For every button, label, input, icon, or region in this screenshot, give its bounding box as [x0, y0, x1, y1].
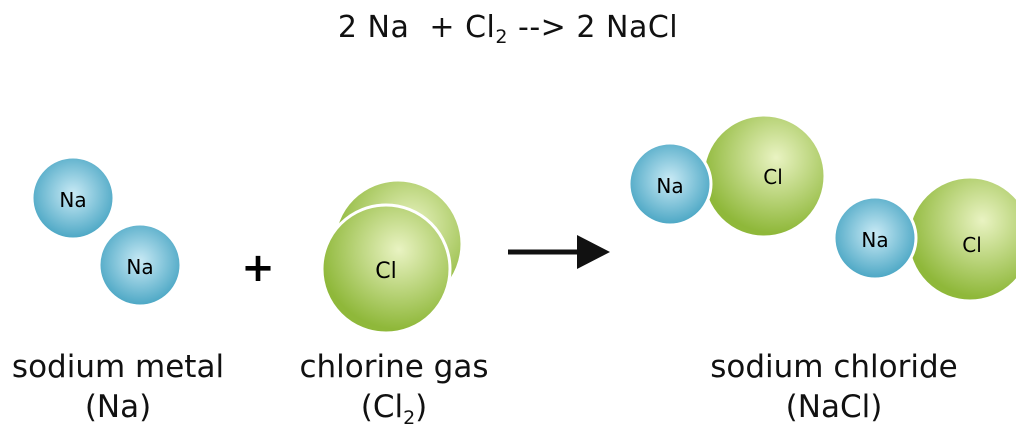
- chlorine-molecule: Cl: [320, 178, 464, 335]
- label-sodium-chloride: sodium chloride (NaCl): [694, 347, 974, 427]
- label-chlorine-gas: chlorine gas (Cl2): [276, 347, 512, 429]
- sodium-atom: [832, 195, 918, 281]
- atom-label: Na: [59, 188, 86, 212]
- atom-label: Na: [861, 228, 888, 252]
- reaction-arrow: [508, 235, 610, 269]
- chlorine-atom-front: [320, 203, 452, 335]
- formula-text: ): [415, 389, 428, 425]
- equation-reactant-chlorine: + Cl: [429, 10, 496, 45]
- label-formula: (Na): [84, 389, 152, 425]
- label-formula: (NaCl): [785, 389, 883, 425]
- formula-text: (Cl: [360, 389, 404, 425]
- atom-label: Cl: [962, 233, 982, 257]
- sodium-atom: [627, 141, 713, 227]
- label-name: sodium metal: [11, 349, 225, 385]
- atom-label: Cl: [375, 259, 396, 284]
- equation-arrow: -->: [518, 10, 567, 45]
- atom-label: Na: [126, 255, 153, 279]
- sodium-atom-1: Na: [30, 155, 116, 241]
- nacl-pair-1: Na Cl: [627, 113, 827, 239]
- sodium-atom-2: Na: [97, 222, 183, 308]
- equation-reactant-sodium: 2 Na: [337, 10, 410, 45]
- equation-product: 2 NaCl: [576, 10, 679, 45]
- nacl-pair-2: Na Cl: [832, 175, 1016, 303]
- label-name: sodium chloride: [710, 349, 958, 385]
- equation-subscript: 2: [495, 26, 508, 48]
- plus-operator: +: [241, 245, 275, 291]
- label-sodium-metal: sodium metal (Na): [0, 347, 236, 427]
- atom-label: Na: [656, 174, 683, 198]
- atom-label: Cl: [763, 165, 783, 189]
- formula-subscript: 2: [403, 407, 416, 429]
- label-name: chlorine gas: [299, 349, 489, 385]
- label-formula: (Cl2): [276, 387, 512, 429]
- reaction-equation: 2 Na + Cl2 --> 2 NaCl: [0, 10, 1016, 48]
